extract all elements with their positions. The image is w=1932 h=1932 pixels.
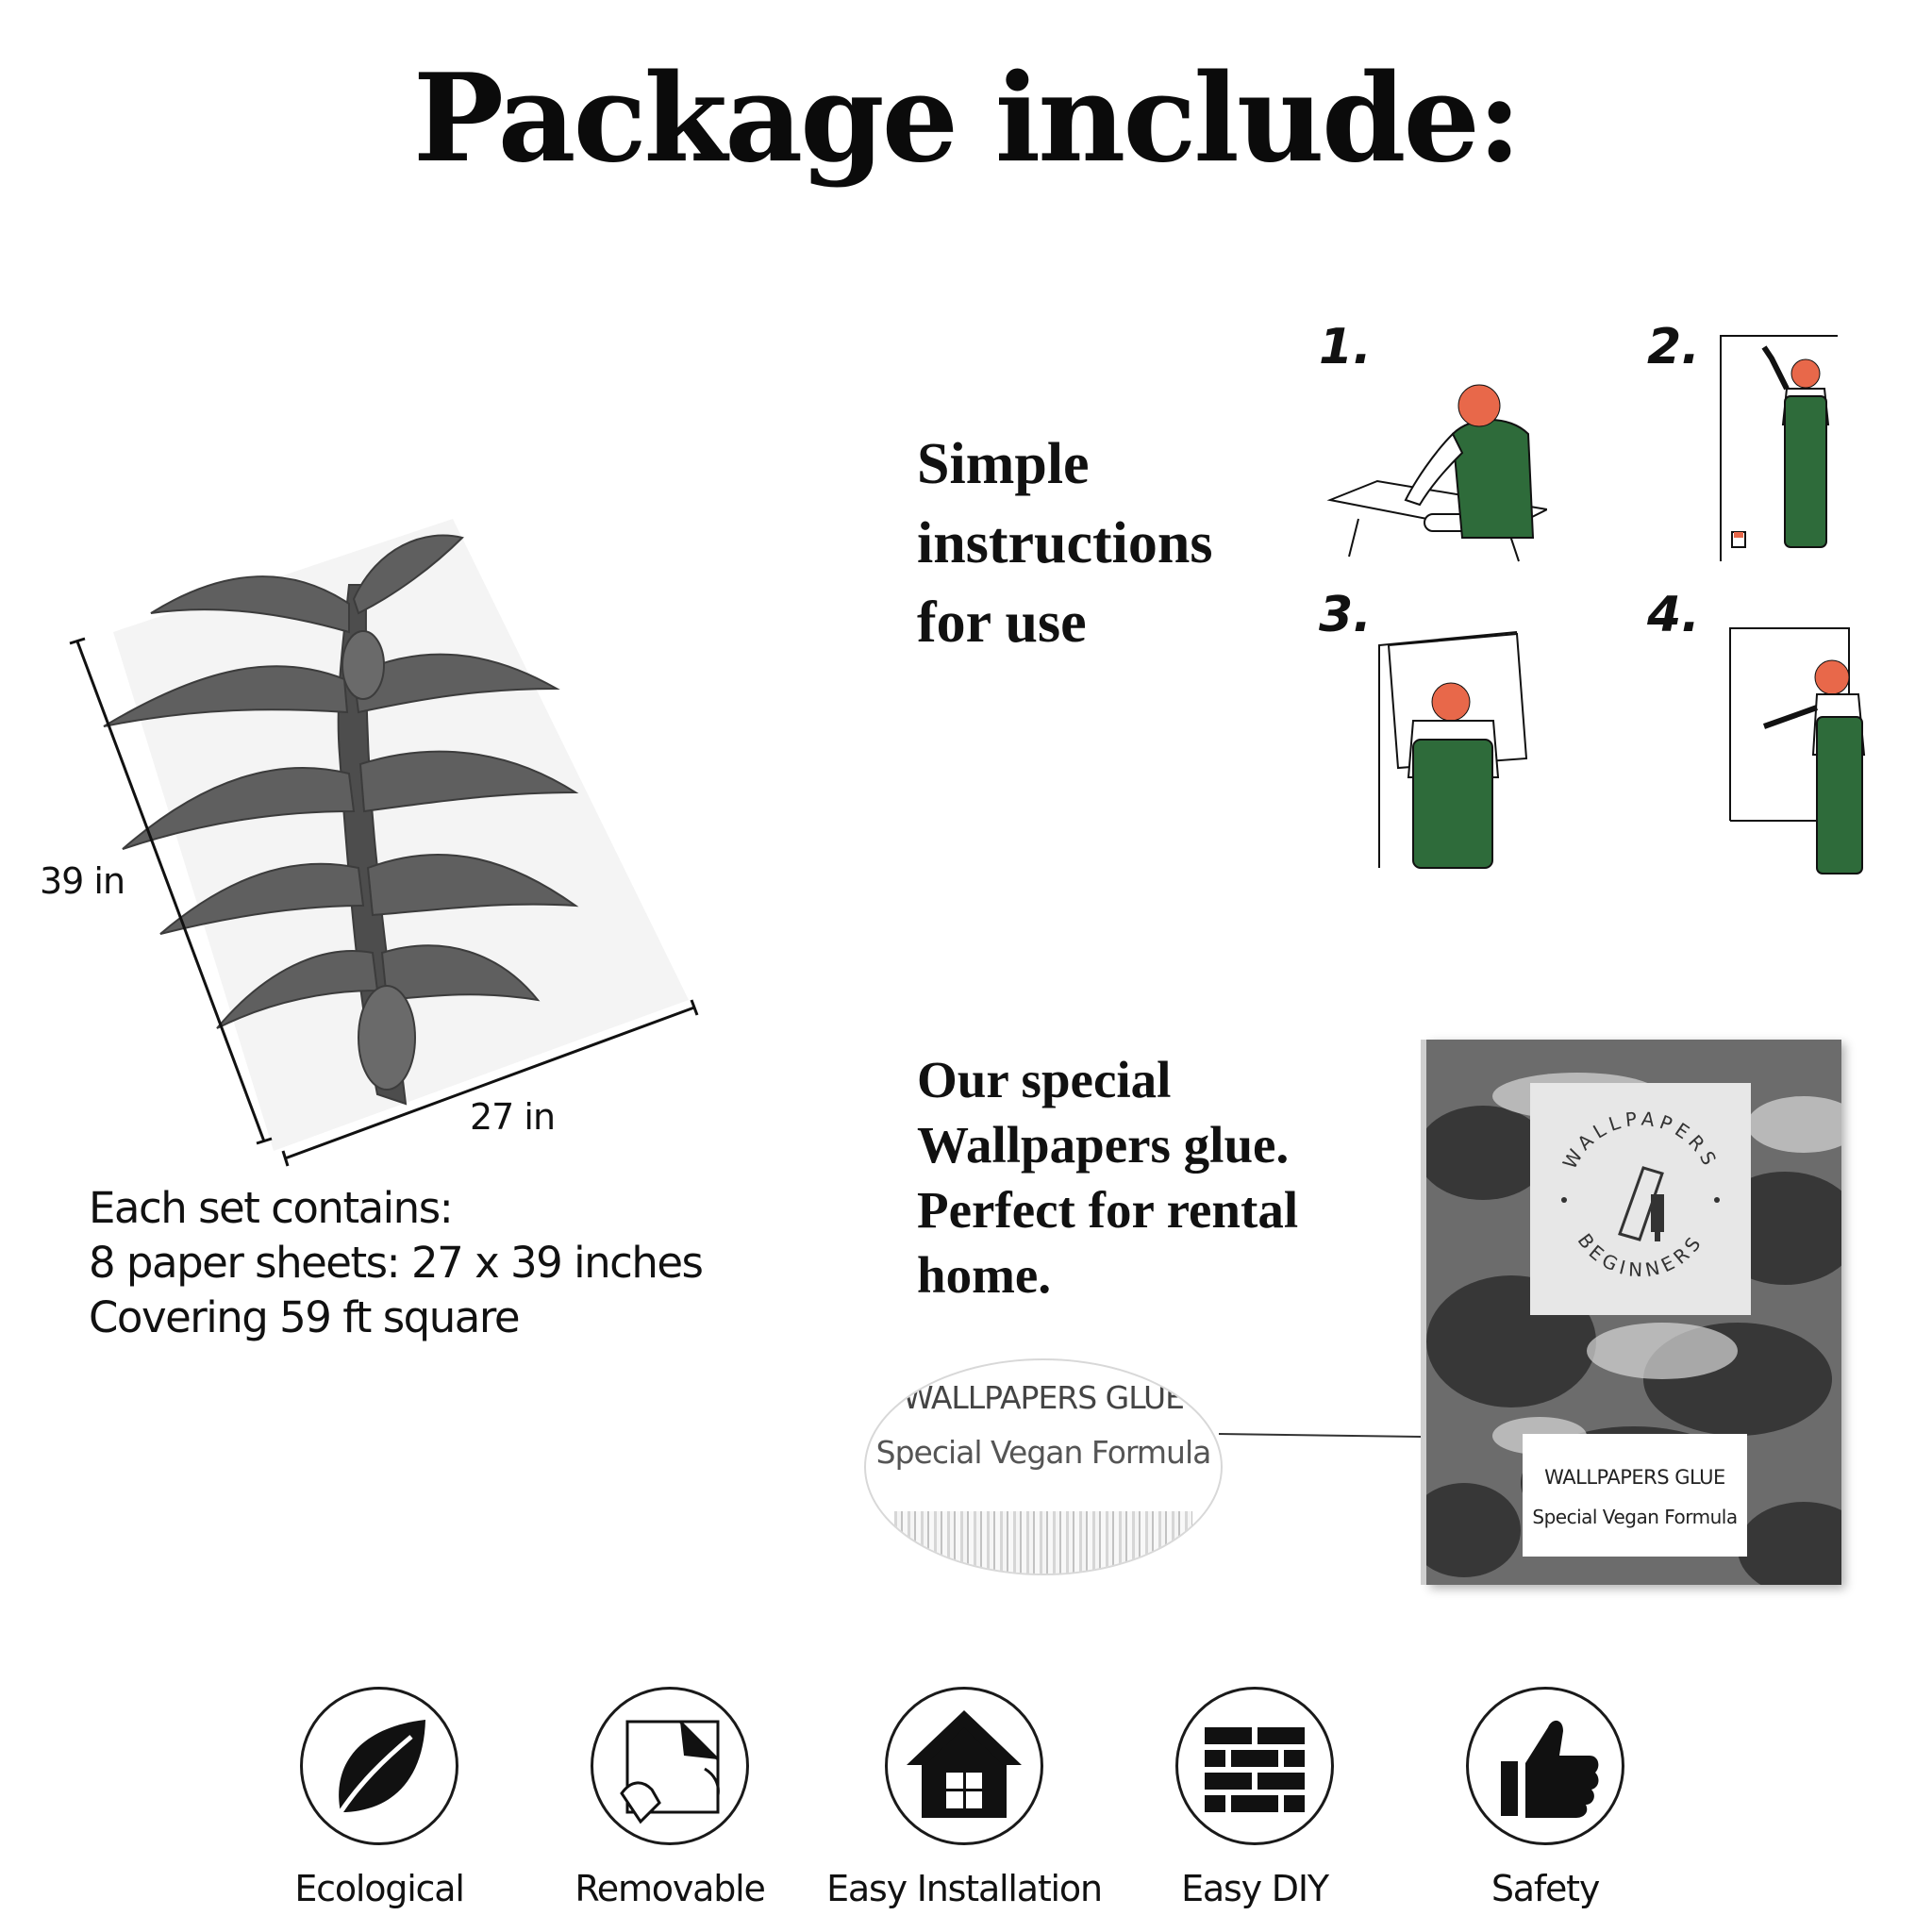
feature-label: Easy Installation <box>826 1868 1103 1909</box>
step-number-1: 1. <box>1319 319 1372 375</box>
instructions-heading: Simple instructions for use <box>917 425 1212 662</box>
wallpaper-sheet-illustration <box>69 519 699 1167</box>
set-contents-line: Covering 59 ft square <box>89 1292 521 1342</box>
set-contents-text: Each set contains: 8 paper sheets: 27 x … <box>89 1181 704 1345</box>
set-contents-line: 8 paper sheets: 27 x 39 inches <box>89 1238 704 1288</box>
step-2-worker-brushing-icon <box>1720 335 1838 561</box>
peel-icon <box>620 1720 720 1824</box>
glue-description: Our special Wallpapers glue. Perfect for… <box>917 1047 1298 1307</box>
feature-ecological: Ecological <box>238 1687 521 1909</box>
instructions-line: for use <box>917 591 1087 655</box>
leaf-icon <box>338 1720 425 1814</box>
product-label-title: WALLPAPERS GLUE <box>1544 1466 1725 1489</box>
brick-wall-icon <box>1205 1727 1305 1812</box>
glue-line: Perfect for rental <box>917 1181 1299 1239</box>
instructions-line: instructions <box>917 511 1213 575</box>
feature-circle <box>591 1687 749 1845</box>
banana-palm-pattern <box>103 534 579 1106</box>
feature-label: Safety <box>1491 1868 1601 1909</box>
step-1-worker-pasting-icon <box>1326 384 1547 562</box>
glue-line: Wallpapers glue. <box>917 1116 1290 1174</box>
feature-circle <box>885 1687 1043 1845</box>
product-label-subtitle: Special Vegan Formula <box>1532 1506 1738 1528</box>
brand-label: WALLPAPERS BEGINNERS <box>1530 1083 1751 1315</box>
feature-circle <box>1175 1687 1334 1845</box>
feature-safety: Safety <box>1404 1687 1687 1909</box>
step-number-4: 4. <box>1647 587 1700 643</box>
feature-label: Ecological <box>294 1868 465 1909</box>
instructions-line: Simple <box>917 432 1090 496</box>
width-dimension-line <box>284 1006 695 1160</box>
feature-label: Removable <box>575 1868 766 1909</box>
zoom-texture <box>894 1511 1192 1574</box>
feature-easy-installation: Easy Installation <box>823 1687 1106 1909</box>
step-4-worker-smoothing-icon <box>1729 627 1866 874</box>
house-icon <box>907 1710 1022 1818</box>
height-dimension-line <box>75 641 266 1142</box>
feature-circle <box>1466 1687 1624 1845</box>
width-dimension-label: 27 in <box>470 1096 556 1138</box>
step-number-2: 2. <box>1647 319 1700 375</box>
set-contents-line: Each set contains: <box>89 1183 454 1233</box>
feature-label: Easy DIY <box>1181 1868 1329 1909</box>
step-number-3: 3. <box>1319 587 1372 643</box>
glue-line: Our special <box>917 1051 1172 1108</box>
feature-circle <box>300 1687 458 1845</box>
zoom-label-subtitle: Special Vegan Formula <box>875 1434 1212 1471</box>
zoom-label-title: WALLPAPERS GLUE <box>903 1379 1185 1416</box>
glue-package: WALLPAPERS BEGINNERS WALLPAPERS GLUE Spe… <box>1426 1040 1841 1585</box>
feature-easy-diy: Easy DIY <box>1113 1687 1396 1909</box>
feature-removable: Removable <box>528 1687 811 1909</box>
height-dimension-label: 39 in <box>40 860 125 902</box>
glue-line: home. <box>917 1246 1052 1304</box>
thumbs-up-icon <box>1501 1720 1599 1818</box>
svg-text:WALLPAPERS: WALLPAPERS <box>1558 1108 1724 1174</box>
product-label: WALLPAPERS GLUE Special Vegan Formula <box>1523 1434 1747 1557</box>
brand-logo-icon: WALLPAPERS BEGINNERS <box>1558 1108 1724 1281</box>
glue-label-zoom: WALLPAPERS GLUE Special Vegan Formula <box>864 1358 1223 1575</box>
step-3-worker-hanging-icon <box>1378 631 1528 869</box>
page-title: Package include: <box>412 48 1522 190</box>
